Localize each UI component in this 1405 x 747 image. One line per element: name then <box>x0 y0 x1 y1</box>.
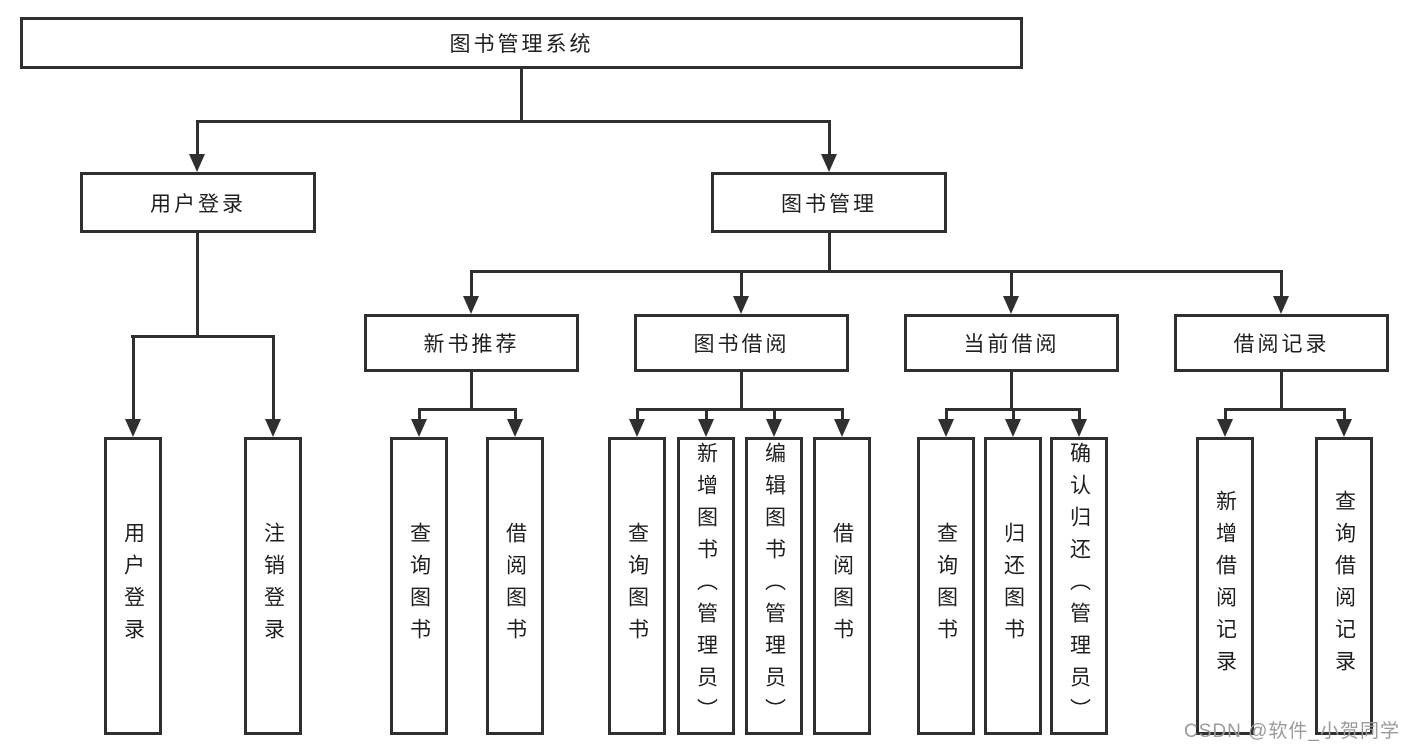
connector-records-crossbar <box>1224 408 1345 411</box>
connector-leaf-stub <box>1224 408 1227 419</box>
arrowhead-down-icon <box>698 419 714 437</box>
arrowhead-down-icon <box>766 419 782 437</box>
arrowhead-down-icon <box>463 296 479 314</box>
node-user-login: 用户登录 <box>80 172 316 233</box>
connector-records-stem <box>1280 372 1283 408</box>
leaf-user-login: 用户登录 <box>104 437 162 735</box>
connector-new-book-stem <box>470 372 473 408</box>
connector-book-management-crossbar <box>470 270 1283 273</box>
leaf-query-books-borrowing: 查询图书 <box>608 437 666 735</box>
connector-to-book-management <box>828 120 831 156</box>
connector-root-stem <box>520 68 523 120</box>
csdn-watermark: CSDN @软件_小贺同学 <box>1184 721 1400 742</box>
leaf-edit-books-admin: 编辑图书（管理员） <box>745 437 803 735</box>
connector-leaf-stub <box>705 408 708 419</box>
arrowhead-down-icon <box>733 296 749 314</box>
connector-book-borrowing-crossbar <box>636 408 843 411</box>
connector-leaf-stub <box>418 408 421 419</box>
connector-to-new-book <box>470 270 473 296</box>
connector-user-login-stem <box>196 233 199 335</box>
leaf-logout-login: 注销登录 <box>244 437 302 735</box>
arrowhead-down-icon <box>821 154 837 172</box>
leaf-return-books: 归还图书 <box>984 437 1042 735</box>
node-book-management: 图书管理 <box>711 172 947 233</box>
node-current-borrowing: 当前借阅 <box>904 314 1119 372</box>
connector-leaf-stub <box>773 408 776 419</box>
connector-leaf-stub <box>1012 408 1015 419</box>
arrowhead-down-icon <box>125 419 141 437</box>
leaf-query-books-recommend: 查询图书 <box>390 437 448 735</box>
connector-book-borrowing-stem <box>740 372 743 408</box>
arrowhead-down-icon <box>411 419 427 437</box>
connector-leaf-stub <box>1078 408 1081 419</box>
node-book-borrowing: 图书借阅 <box>634 314 849 372</box>
connector-to-leaf-user-login <box>132 335 135 419</box>
connector-leaf-stub <box>841 408 844 419</box>
arrowhead-down-icon <box>1005 419 1021 437</box>
leaf-add-borrow-record: 新增借阅记录 <box>1196 437 1254 735</box>
connector-to-leaf-logout <box>272 335 275 419</box>
leaf-borrow-books-recommend: 借阅图书 <box>486 437 544 735</box>
connector-root-crossbar <box>196 120 831 123</box>
connector-leaf-stub <box>1343 408 1346 419</box>
arrowhead-down-icon <box>1003 296 1019 314</box>
connector-leaf-stub <box>514 408 517 419</box>
arrowhead-down-icon <box>1273 296 1289 314</box>
arrowhead-down-icon <box>834 419 850 437</box>
connector-to-user-login <box>196 120 199 156</box>
connector-to-book-borrowing <box>740 270 743 296</box>
connector-current-borrowing-stem <box>1010 372 1013 408</box>
connector-new-book-crossbar <box>418 408 517 411</box>
connector-leaf-stub <box>945 408 948 419</box>
arrowhead-down-icon <box>629 419 645 437</box>
leaf-borrow-books-borrowing: 借阅图书 <box>813 437 871 735</box>
arrowhead-down-icon <box>189 154 205 172</box>
arrowhead-down-icon <box>1217 419 1233 437</box>
leaf-add-books-admin: 新增图书（管理员） <box>677 437 735 735</box>
connector-book-management-stem <box>828 233 831 270</box>
leaf-confirm-return-admin: 确认归还（管理员） <box>1050 437 1108 735</box>
arrowhead-down-icon <box>265 419 281 437</box>
node-borrowing-records: 借阅记录 <box>1174 314 1389 372</box>
connector-to-current-borrowing <box>1010 270 1013 296</box>
leaf-query-books-current: 查询图书 <box>917 437 975 735</box>
connector-to-borrowing-records <box>1280 270 1283 296</box>
arrowhead-down-icon <box>1071 419 1087 437</box>
connector-user-login-crossbar <box>131 335 275 338</box>
node-new-book-recommendation: 新书推荐 <box>364 314 579 372</box>
arrowhead-down-icon <box>507 419 523 437</box>
leaf-query-borrow-record: 查询借阅记录 <box>1315 437 1373 735</box>
connector-leaf-stub <box>636 408 639 419</box>
arrowhead-down-icon <box>938 419 954 437</box>
arrowhead-down-icon <box>1336 419 1352 437</box>
node-library-management-system: 图书管理系统 <box>20 17 1023 69</box>
